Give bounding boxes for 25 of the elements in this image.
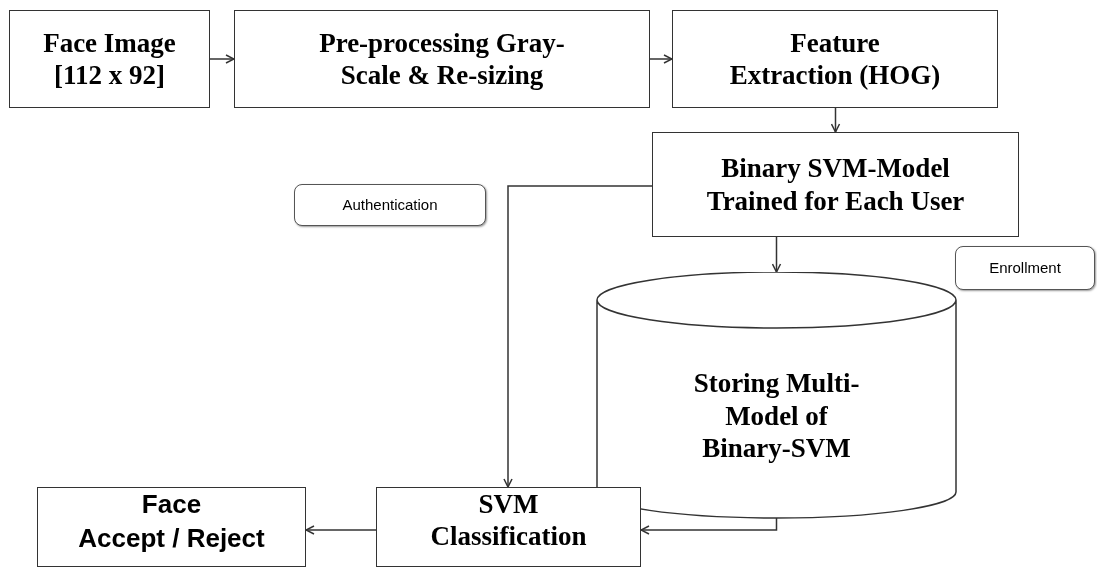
arrow <box>771 236 782 273</box>
node-label: Storing Multi-Model of Binary-SVM <box>692 367 861 465</box>
arrow <box>503 185 653 488</box>
node-label: Enrollment <box>989 259 1061 277</box>
node-label: Pre-processing Gray-Scale & Re-sizing <box>318 26 566 92</box>
mode-tag <box>955 246 1095 290</box>
node-label: Face Image [112 x 92] <box>42 26 177 92</box>
arrow <box>649 54 673 64</box>
mode-tag <box>294 184 486 226</box>
node-label: Binary SVM-Model Trained for Each User <box>705 152 966 217</box>
node-label: Authentication <box>342 196 438 214</box>
node-label: Face <box>141 488 202 521</box>
arrow <box>830 107 841 133</box>
node-label: Accept / Reject <box>78 521 265 555</box>
process-box <box>672 10 998 108</box>
node-label: SVM Classification <box>429 488 588 553</box>
process-box <box>652 132 1019 237</box>
output-box <box>37 487 306 567</box>
arrow <box>640 517 778 535</box>
input-box <box>9 10 210 108</box>
process-box <box>234 10 650 108</box>
arrow <box>209 54 235 64</box>
arrow <box>305 525 377 535</box>
process-box <box>376 487 641 567</box>
node-label: Feature Extraction (HOG) <box>728 26 942 92</box>
